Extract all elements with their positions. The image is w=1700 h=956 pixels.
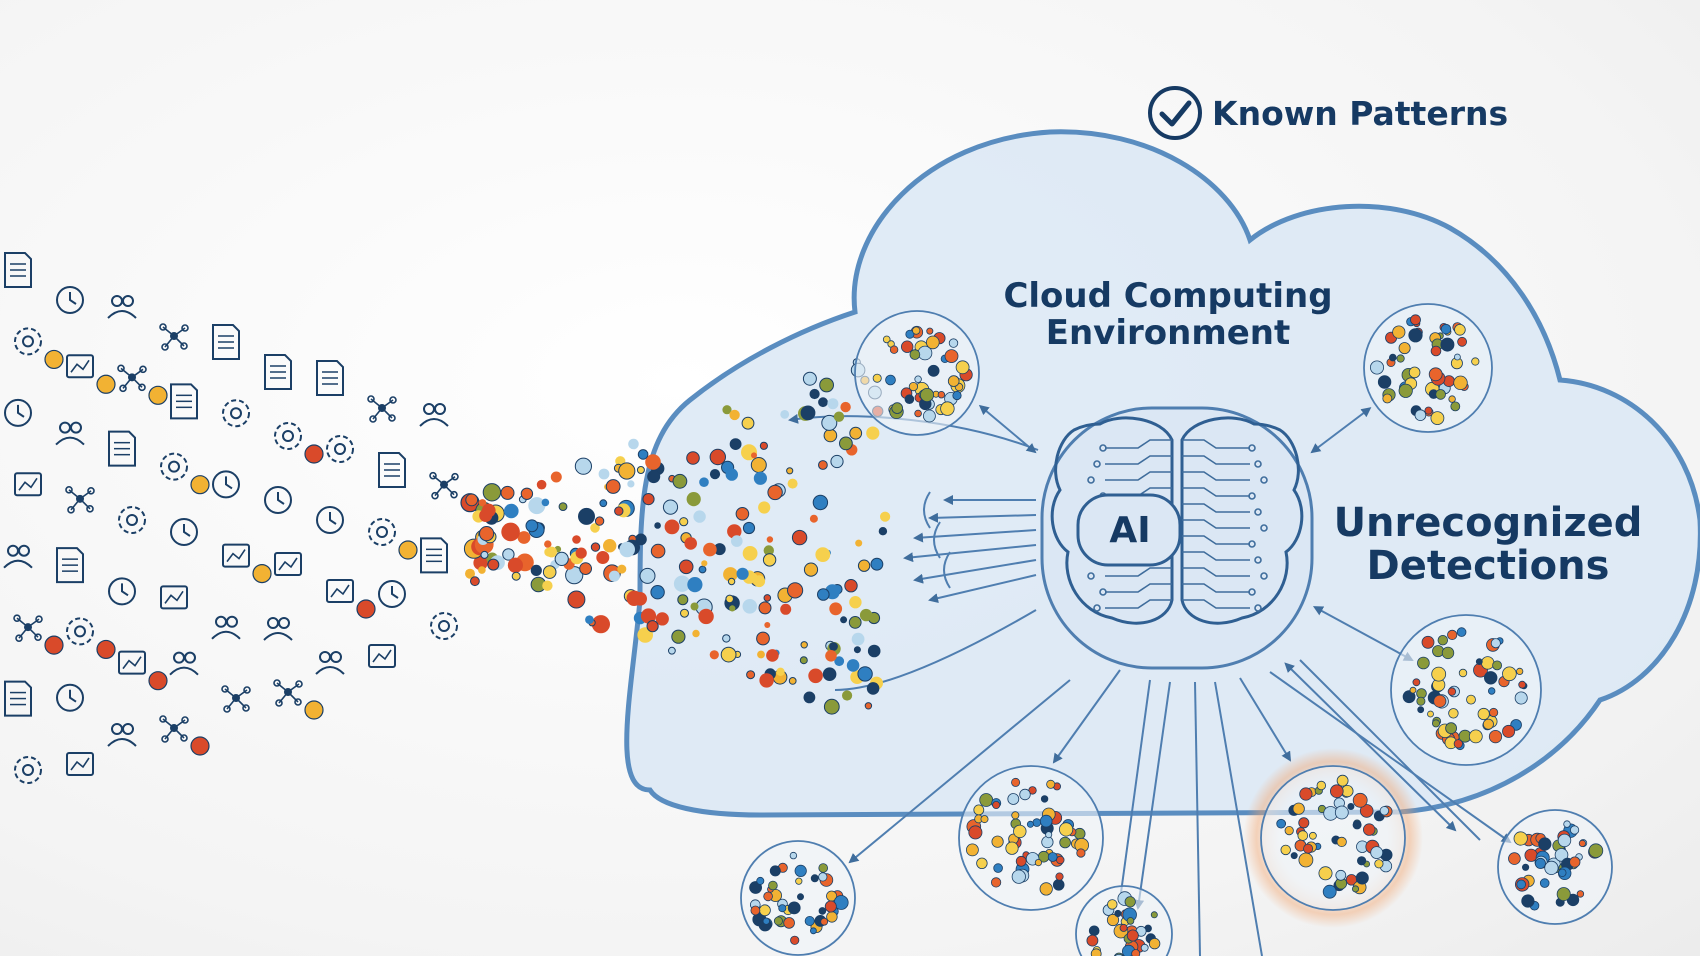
legend-known-patterns: Known Patterns [1146,84,1508,142]
data-particle-stream [463,358,891,715]
connector-lines [788,404,1512,956]
cloud-title-line2: Environment [1045,312,1291,353]
check-circle-icon [1148,86,1202,140]
circuit-brain-icon [1040,406,1314,670]
cloud-title: Cloud Computing Environment [958,278,1378,351]
unrecognized-label: Unrecognized Detections [1318,500,1658,590]
unrecognized-line2: Detections [1366,543,1610,590]
pattern-clusters [740,303,1613,956]
unrecognized-line1: Unrecognized [1333,500,1643,546]
cloud-title-line1: Cloud Computing [1003,276,1333,316]
input-data-stream [3,252,480,784]
ai-label: AI [1109,510,1151,551]
legend-label: Known Patterns [1212,93,1509,133]
